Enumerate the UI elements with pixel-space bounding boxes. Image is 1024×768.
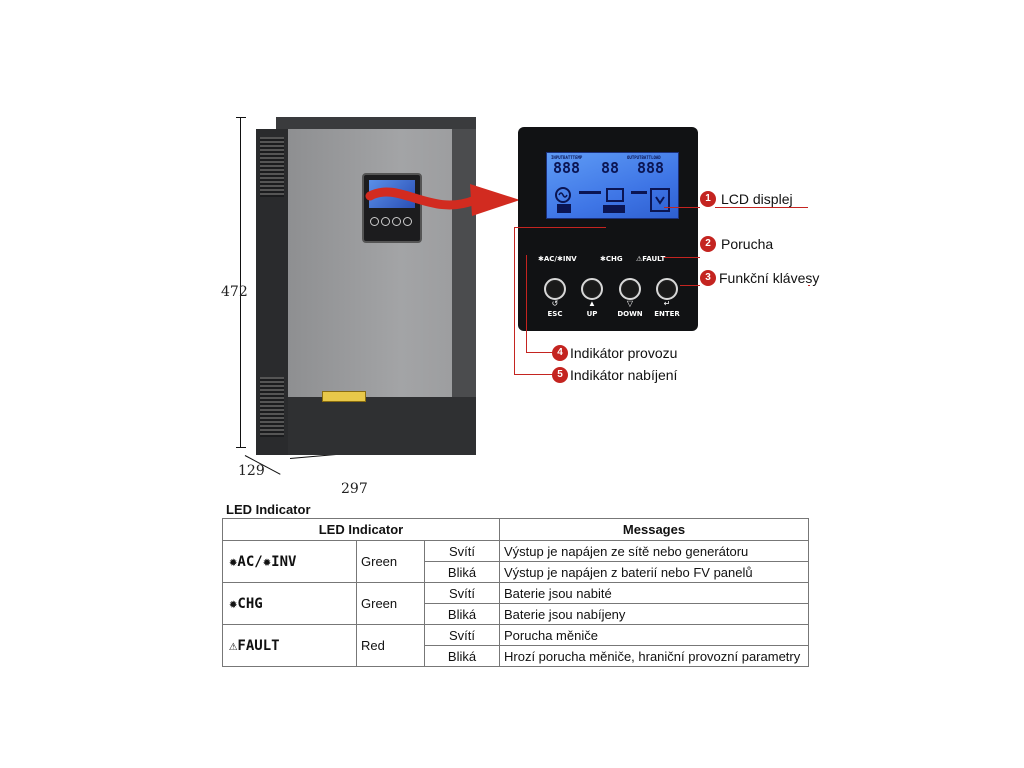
led-fault-label: ⚠FAULT xyxy=(636,255,666,263)
indicator-ac-inv: ✹AC/✹INV xyxy=(222,540,357,583)
callout-1-label: LCD displej xyxy=(721,191,793,207)
esc-symbol-icon: ↺ xyxy=(551,299,559,308)
callout-5-label: Indikátor nabíjení xyxy=(570,367,678,383)
indicator-state: Bliká xyxy=(424,603,500,625)
height-dimension-line xyxy=(240,117,241,447)
callout-2-label: Porucha xyxy=(721,236,774,252)
height-dimension-tick-top xyxy=(236,117,246,118)
callout-4-line-h xyxy=(526,352,554,353)
mini-button-icon xyxy=(370,217,379,226)
indicator-fault: ⚠FAULT xyxy=(222,624,357,667)
callout-5-badge: 5 xyxy=(552,367,568,383)
callout-5-line-h xyxy=(514,374,554,375)
table-row: Bliká Výstup je napájen z baterií nebo F… xyxy=(223,561,809,583)
table-row: Bliká Baterie jsou nabíjeny xyxy=(223,603,809,625)
enter-symbol-icon: ↵ xyxy=(663,299,671,308)
indicator-state: Svítí xyxy=(424,540,500,562)
height-dimension-label: 472 xyxy=(221,284,248,300)
table-header-row: LED Indicator Messages xyxy=(222,518,809,541)
table-row: ✹AC/✹INV Green Svítí Výstup je napájen z… xyxy=(222,540,809,583)
callout-1-badge: 1 xyxy=(700,191,716,207)
up-key[interactable] xyxy=(581,278,603,300)
callout-4-label: Indikátor provozu xyxy=(570,345,678,361)
inverter-base xyxy=(288,397,476,455)
callout-1-line-ext xyxy=(715,207,808,208)
indicator-state: Svítí xyxy=(424,582,500,604)
mini-button-icon xyxy=(381,217,390,226)
callout-4-badge: 4 xyxy=(552,345,568,361)
mini-button-icon xyxy=(403,217,412,226)
inverter-side-vent-upper xyxy=(260,137,284,197)
esc-key[interactable] xyxy=(544,278,566,300)
header-messages: Messages xyxy=(499,518,809,541)
indicator-message: Baterie jsou nabité xyxy=(499,582,809,604)
led-chg-label: ✱CHG xyxy=(600,255,623,263)
inverter-unit xyxy=(256,117,476,455)
lcd-left-digits: 888 xyxy=(553,159,581,177)
caution-label-icon xyxy=(322,391,366,402)
control-panel: INPUTBATTTEMP OUTPUTBATTLOAD 888 88 888 … xyxy=(518,127,698,331)
lcd-display: INPUTBATTTEMP OUTPUTBATTLOAD 888 88 888 xyxy=(546,152,679,219)
indicator-state: Bliká xyxy=(424,645,500,667)
lcd-top-right-caption: OUTPUTBATTLOAD xyxy=(627,155,661,160)
callout-1-line xyxy=(664,207,700,208)
indicator-message: Baterie jsou nabíjeny xyxy=(499,603,809,625)
indicator-state: Svítí xyxy=(424,624,500,646)
indicator-message: Výstup je napájen ze sítě nebo generátor… xyxy=(499,540,809,562)
mini-button-icon xyxy=(392,217,401,226)
inverter-side-vent-lower xyxy=(260,377,284,437)
callout-3-line-ext xyxy=(808,285,810,286)
table-row: Bliká Hrozí porucha měniče, hraniční pro… xyxy=(223,645,809,667)
indicator-state: Bliká xyxy=(424,561,500,583)
lcd-right-digits: 888 xyxy=(637,159,665,177)
led-ac-inv-label: ✱AC/✱INV xyxy=(538,255,577,263)
height-dimension-tick-bottom xyxy=(236,447,246,448)
inverter-top xyxy=(276,117,476,131)
led-indicator-table: LED Indicator Messages ✹AC/✹INV Green Sv… xyxy=(222,518,809,667)
up-symbol-icon: ▲ xyxy=(588,299,596,308)
inverter-front-panel xyxy=(288,129,476,397)
enter-key-label: ENTER xyxy=(654,310,680,318)
lcd-top-left-caption: INPUTBATTTEMP xyxy=(551,155,583,160)
callout-2-badge: 2 xyxy=(700,236,716,252)
led-table-title: LED Indicator xyxy=(226,502,311,517)
table-row: ✹CHG Green Svítí Baterie jsou nabité xyxy=(222,582,809,625)
callout-3-label: Funkční klávesy xyxy=(719,270,820,286)
inverter-right-strip xyxy=(452,129,476,397)
header-led-indicator: LED Indicator xyxy=(222,518,500,541)
table-row: ⚠FAULT Red Svítí Porucha měniče xyxy=(222,624,809,667)
callout-5-line-top xyxy=(514,227,606,228)
indicator-message: Výstup je napájen z baterií nebo FV pane… xyxy=(499,561,809,583)
width-dimension-label: 297 xyxy=(341,481,368,497)
lcd-flow-icons xyxy=(555,187,670,213)
enter-key[interactable] xyxy=(656,278,678,300)
down-key-label: DOWN xyxy=(617,310,643,318)
callout-4-line-v xyxy=(526,255,527,352)
lcd-mid-digits: 88 xyxy=(601,159,620,177)
zoom-arrow-icon xyxy=(365,184,520,216)
indicator-message: Porucha měniče xyxy=(499,624,809,646)
down-key[interactable] xyxy=(619,278,641,300)
indicator-color: Green xyxy=(356,582,425,625)
depth-dimension-label: 129 xyxy=(238,463,265,479)
inverter-mini-control-panel xyxy=(362,173,422,243)
indicator-chg: ✹CHG xyxy=(222,582,357,625)
callout-5-line-v xyxy=(514,227,515,374)
indicator-color: Green xyxy=(356,540,425,583)
callout-3-line xyxy=(680,285,700,286)
up-key-label: UP xyxy=(586,310,598,318)
esc-key-label: ESC xyxy=(547,310,563,318)
down-symbol-icon: ▽ xyxy=(626,299,634,308)
callout-2-line xyxy=(664,257,700,258)
callout-3-badge: 3 xyxy=(700,270,716,286)
indicator-color: Red xyxy=(356,624,425,667)
indicator-message: Hrozí porucha měniče, hraniční provozní … xyxy=(499,645,809,667)
